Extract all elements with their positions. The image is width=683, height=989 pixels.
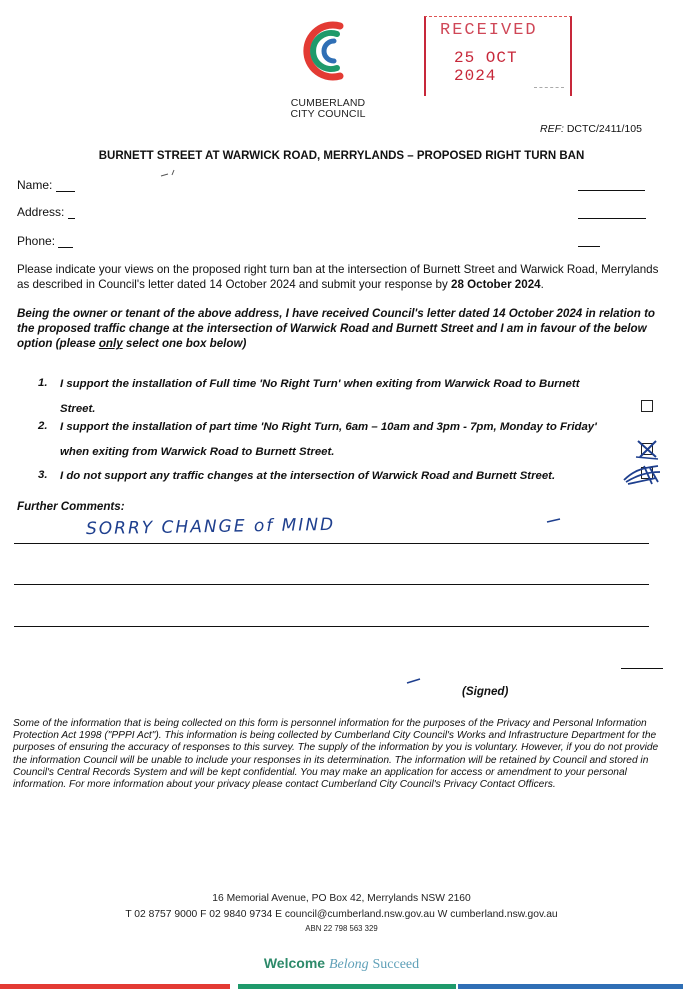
comment-line-2[interactable] [14,584,649,585]
cumberland-c-logo-icon [303,21,344,81]
option-2-checkbox[interactable] [641,443,653,455]
reference-number: REF: DCTC/2411/105 [540,123,642,135]
tagline-welcome: Welcome [263,955,326,971]
option-3-number: 3. [38,469,48,481]
document-title: BURNETT STREET AT WARWICK ROAD, MERRYLAN… [98,150,585,162]
footer-abn: ABN 22 798 563 329 [305,924,378,933]
name-label: Name: [17,178,53,192]
checkbox-cross-mark-icon [635,440,659,460]
ref-value: DCTC/2411/105 [566,123,642,135]
signed-label: (Signed) [462,685,509,698]
footer-bar-red [0,984,230,989]
pen-mark-icon [160,169,175,177]
pen-stroke-icon [546,518,561,523]
phone-line-right [578,246,600,247]
option-2-line-2: when exiting from Warwick Road to Burnet… [60,446,335,458]
phone-field: Phone: [17,234,74,248]
address-label: Address: [17,205,65,219]
comment-line-1[interactable] [14,543,649,544]
option-2-line-1: I support the installation of part time … [60,421,597,433]
address-line-right [578,218,646,219]
signature-stroke-icon [406,678,421,684]
phone-blank[interactable] [58,247,74,248]
logo-line-1: CUMBERLAND [290,97,366,109]
privacy-statement: Some of the information that is being co… [13,718,659,791]
name-field: Name: [17,178,75,192]
received-stamp: RECEIVED 25 OCT 2024 [424,16,572,96]
stamp-date: 25 OCT 2024 [454,49,518,85]
tagline-succeed: Succeed [372,957,420,972]
statement-paragraph: Being the owner or tenant of the above a… [17,307,656,350]
footer-contacts: T 02 8757 9000 F 02 9840 9734 E council@… [125,909,558,920]
signature-line[interactable] [621,668,663,669]
option-3-line-1: I do not support any traffic changes at … [60,470,556,482]
footer-bar-blue [458,984,683,989]
comment-line-3[interactable] [14,626,649,627]
stamp-dash [534,87,564,88]
further-comments-label: Further Comments: [17,500,125,513]
footer-address: 16 Memorial Avenue, PO Box 42, Merryland… [212,893,471,904]
council-logo: CUMBERLAND CITY COUNCIL [288,14,368,124]
option-2-number: 2. [38,420,48,432]
tagline-belong: Belong [328,957,369,972]
option-1-line-2: Street. [60,403,96,415]
option-1-line-1: I support the installation of Full time … [60,378,580,390]
deadline: 28 October 2024 [451,278,541,291]
logo-line-2: CITY COUNCIL [290,108,366,120]
name-blank[interactable] [55,191,75,192]
intro-paragraph: Please indicate your views on the propos… [17,263,659,291]
option-1-checkbox[interactable] [641,400,653,412]
handwritten-comment: SORRY CHANGE of MIND [85,514,336,540]
footer-bar-green [238,984,456,989]
address-field: Address: [17,205,75,219]
only-underlined: only [98,337,123,350]
name-line-right [578,190,645,191]
option-1-number: 1. [38,377,48,389]
phone-label: Phone: [17,234,56,248]
checkbox-scribble-mark-icon [623,465,661,485]
ref-label: REF: [540,123,564,135]
stamp-title: RECEIVED [440,21,538,40]
address-blank[interactable] [67,218,75,219]
tagline: Welcome Belong Succeed [0,955,683,973]
